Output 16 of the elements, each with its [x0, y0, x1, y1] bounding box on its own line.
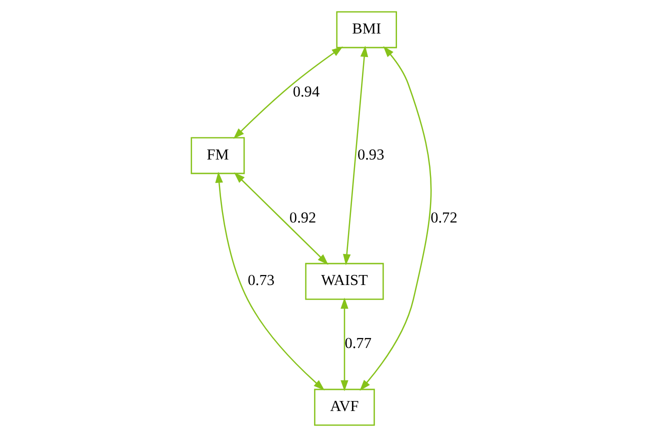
edge-label: 0.93: [356, 146, 384, 164]
node-box: AVF: [314, 388, 374, 426]
node-box: FM: [190, 137, 244, 174]
arrow: [214, 172, 324, 390]
edge-label: 0.77: [344, 335, 371, 352]
arrow: [232, 46, 342, 139]
arrow: [359, 46, 432, 391]
edge-label: 0.72: [430, 209, 457, 226]
edge-label: 0.92: [288, 209, 316, 226]
node-box: BMI: [336, 11, 396, 48]
edge-label: 0.94: [292, 83, 320, 100]
arrow: [342, 46, 368, 266]
arrow: [234, 172, 328, 265]
arrow: [340, 298, 348, 392]
node-box: WAIST: [304, 262, 384, 300]
edge-label: 0.73: [247, 272, 274, 290]
